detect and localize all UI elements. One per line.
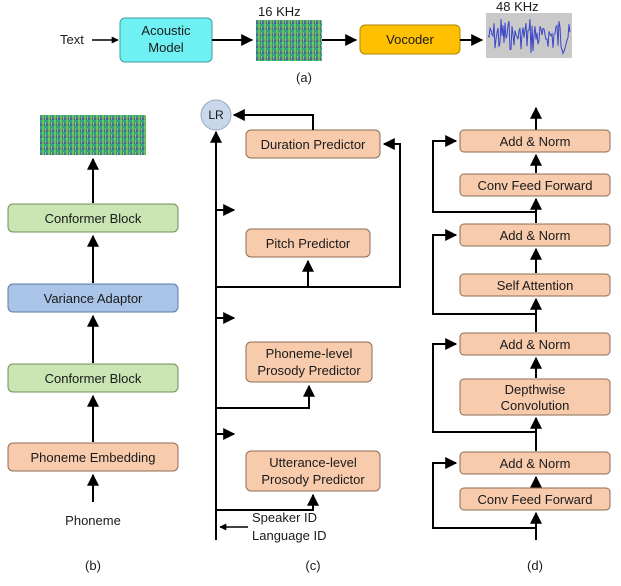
- depthwise-convolution-box: [459, 378, 611, 416]
- vocoder-label: Vocoder: [386, 32, 434, 47]
- conformer-block-top-label: Conformer Block: [45, 211, 142, 226]
- add-norm-1-box: [459, 129, 611, 153]
- panel-d-caption: (d): [527, 558, 543, 573]
- depthwise-label-line2: Convolution: [501, 398, 570, 413]
- edge-residual-3: [432, 338, 536, 433]
- conv-feed-forward-top-label: Conv Feed Forward: [478, 178, 593, 193]
- phoneme-prosody-predictor-box: [245, 341, 373, 383]
- panel-b: Conformer Block Variance Adaptor Conform…: [7, 115, 179, 573]
- add-norm-2-label: Add & Norm: [500, 228, 571, 243]
- mel-output-image: [40, 115, 146, 155]
- depthwise-label-line1: Depthwise: [505, 382, 566, 397]
- phoneme-prosody-label-line1: Phoneme-level: [266, 346, 353, 361]
- waveform-image: [486, 13, 572, 58]
- panel-a: Text Acoustic Model 16 KHz Vocoder 48 KH…: [60, 0, 572, 85]
- variance-adaptor-label: Variance Adaptor: [44, 291, 143, 306]
- panel-d: Add & Norm Conv Feed Forward Add & Norm …: [432, 106, 611, 573]
- pitch-predictor-label: Pitch Predictor: [266, 236, 351, 251]
- add-norm-4-box: [459, 451, 611, 475]
- add-norm-4-label: Add & Norm: [500, 456, 571, 471]
- edge-residual-2: [432, 229, 536, 315]
- panel-b-caption: (b): [85, 558, 101, 573]
- speaker-id-label: Speaker ID: [252, 510, 317, 525]
- phoneme-embedding-box: [7, 442, 179, 472]
- duration-predictor-label: Duration Predictor: [261, 137, 366, 152]
- panel-c-caption: (c): [305, 558, 320, 573]
- add-norm-3-label: Add & Norm: [500, 337, 571, 352]
- conv-feed-forward-bottom-label: Conv Feed Forward: [478, 492, 593, 507]
- acoustic-model-label-line1: Acoustic: [141, 23, 191, 38]
- add-norm-2-box: [459, 223, 611, 247]
- phoneme-input-label: Phoneme: [65, 513, 121, 528]
- edge-residual-4: [432, 457, 536, 529]
- edge-duration-to-lr: [232, 109, 314, 130]
- language-id-label: Language ID: [252, 528, 326, 543]
- utterance-prosody-label-line1: Utterance-level: [269, 455, 357, 470]
- utterance-prosody-label-line2: Prosody Predictor: [261, 472, 365, 487]
- utterance-prosody-predictor-box: [245, 450, 381, 492]
- variance-adaptor-box: [7, 283, 179, 313]
- conformer-block-top: [7, 203, 179, 233]
- lr-label: LR: [208, 108, 224, 122]
- edge-residual-1: [432, 135, 536, 213]
- conformer-block-bottom: [7, 363, 179, 393]
- text-input-label: Text: [60, 32, 84, 47]
- edge-trunk-to-pitch: [216, 259, 314, 288]
- conv-feed-forward-bottom-box: [459, 487, 611, 511]
- self-attention-label: Self Attention: [497, 278, 574, 293]
- add-norm-3-box: [459, 332, 611, 356]
- panel-c: LR Duration Predictor Pitch Predictor Ph…: [200, 99, 401, 573]
- phoneme-prosody-label-line2: Prosody Predictor: [257, 363, 361, 378]
- mel-rate-label: 16 KHz: [258, 4, 301, 19]
- acoustic-model-label-line2: Model: [148, 40, 184, 55]
- wave-rate-label: 48 KHz: [496, 0, 539, 14]
- self-attention-box: [459, 273, 611, 297]
- mel-spectrogram-image: [256, 20, 322, 61]
- panel-a-caption: (a): [296, 70, 312, 85]
- pitch-predictor-box: [245, 228, 371, 258]
- lr-node: [200, 99, 232, 131]
- conformer-block-bottom-label: Conformer Block: [45, 371, 142, 386]
- conv-feed-forward-top-box: [459, 173, 611, 197]
- edge-trunk-to-phoneme-prosody: [216, 384, 315, 409]
- add-norm-1-label: Add & Norm: [500, 134, 571, 149]
- phoneme-embedding-label: Phoneme Embedding: [30, 450, 155, 465]
- edge-trunk-to-utterance-prosody: [216, 493, 319, 511]
